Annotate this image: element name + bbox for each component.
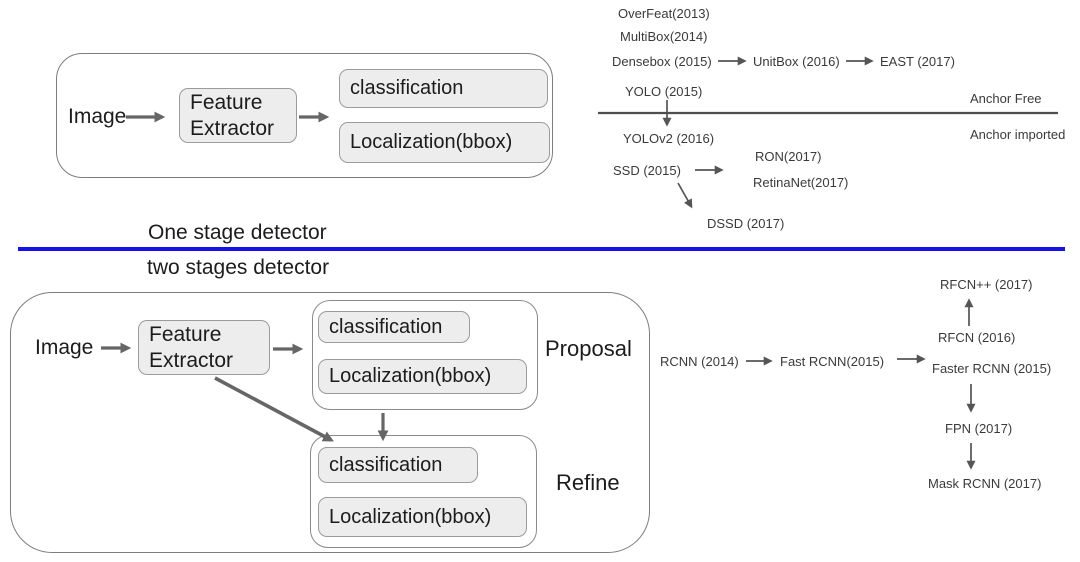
- timeline-ssd: SSD (2015): [613, 163, 681, 178]
- timeline-east: EAST (2017): [880, 54, 955, 69]
- proposal-stage-label: Proposal: [545, 336, 632, 361]
- refine-classification-box: classification: [318, 447, 478, 483]
- timeline-ron: RON(2017): [755, 149, 822, 164]
- one-stage-localization-box: Localization(bbox): [339, 122, 550, 163]
- two-stage-image-label: Image: [35, 336, 94, 359]
- proposal-classification-label: classification: [329, 315, 443, 338]
- proposal-localization-box: Localization(bbox): [318, 359, 527, 394]
- refine-classification-label: classification: [329, 453, 443, 476]
- anchor-free-label: Anchor Free: [970, 91, 1042, 106]
- timeline-yolov2: YOLOv2 (2016): [623, 131, 715, 146]
- proposal-group-box: [312, 300, 538, 410]
- timeline-faster-rcnn: Faster RCNN (2015): [932, 361, 1052, 376]
- timeline-yolo: YOLO (2015): [625, 84, 703, 99]
- timeline-mask-rcnn: Mask RCNN (2017): [928, 476, 1042, 491]
- proposal-localization-label: Localization(bbox): [329, 365, 492, 387]
- timeline-retinanet: RetinaNet(2017): [753, 175, 849, 190]
- two-stage-feature-extractor-box: Feature Extractor: [138, 320, 270, 375]
- refine-localization-box: Localization(bbox): [318, 497, 527, 537]
- timeline-fpn: FPN (2017): [945, 421, 1013, 436]
- two-stage-feature-extractor-label: Feature Extractor: [149, 322, 234, 372]
- anchor-imported-label: Anchor imported: [970, 127, 1066, 142]
- blue-divider-line: [18, 247, 1065, 251]
- timeline-fast-rcnn: Fast RCNN(2015): [780, 354, 885, 369]
- two-stage-detector-label: two stages detector: [147, 256, 330, 279]
- one-stage-detector-label: One stage detector: [148, 221, 327, 244]
- refine-group-box: [310, 435, 537, 548]
- one-stage-outer-box: [56, 53, 553, 178]
- one-stage-classification-box: classification: [339, 69, 548, 108]
- one-stage-localization-label: Localization(bbox): [350, 131, 513, 153]
- one-stage-feature-extractor-box: Feature Extractor: [179, 88, 297, 143]
- timeline-rfcn: RFCN (2016): [938, 330, 1016, 345]
- one-stage-classification-label: classification: [350, 77, 464, 99]
- timeline-overfeat: OverFeat(2013): [618, 6, 710, 21]
- one-stage-feature-extractor-label: Feature Extractor: [190, 90, 275, 140]
- proposal-classification-box: classification: [318, 311, 470, 343]
- two-stage-outer-box: [10, 292, 650, 553]
- timeline-rcnn: RCNN (2014): [660, 354, 739, 369]
- timeline-unitbox: UnitBox (2016): [753, 54, 840, 69]
- timeline-dssd: DSSD (2017): [707, 216, 785, 231]
- timeline-multibox: MultiBox(2014): [620, 29, 708, 44]
- timeline-rfcn-plus-plus: RFCN++ (2017): [940, 277, 1033, 292]
- arrow-ssd-to-dssd: [677, 182, 693, 209]
- one-stage-image-label: Image: [68, 105, 127, 128]
- refine-localization-label: Localization(bbox): [329, 505, 492, 528]
- refine-stage-label: Refine: [556, 470, 620, 495]
- timeline-densebox: Densebox (2015): [612, 54, 712, 69]
